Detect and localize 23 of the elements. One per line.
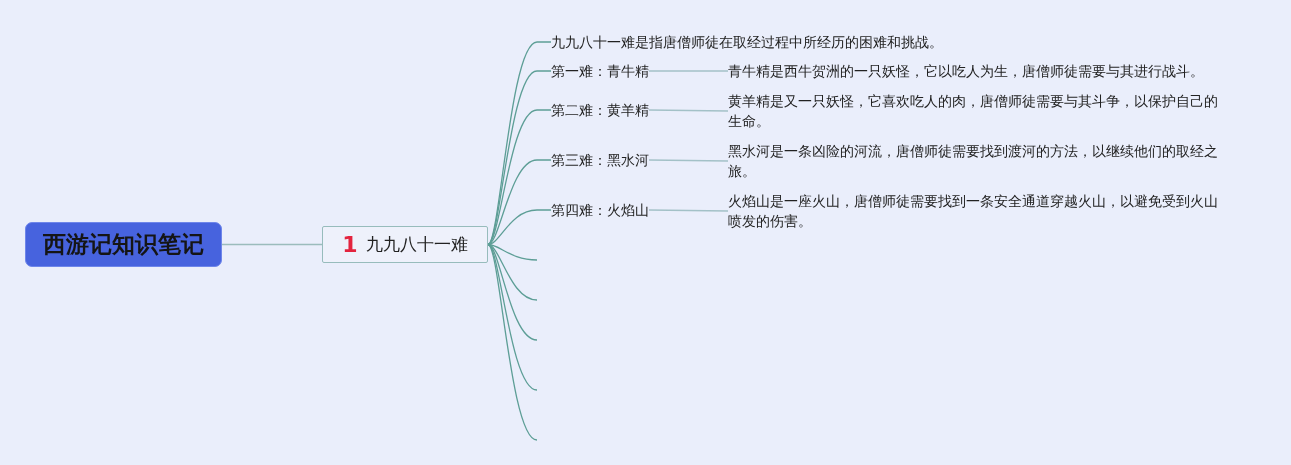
connector-line — [648, 109, 729, 112]
topic-box — [322, 226, 488, 263]
topic-title: 九九八十一难 — [365, 233, 468, 256]
connector-line — [648, 209, 729, 212]
subtopic-text: 第一难：青牛精 — [551, 62, 649, 80]
connector-line — [648, 159, 729, 162]
branch-curve — [487, 209, 552, 246]
root-topic-title: 西游记知识笔记 — [43, 230, 204, 259]
subtopic-text: 第三难：黑水河 — [551, 151, 649, 169]
description-text: 黄羊精是又一只妖怪，它喜欢吃人的肉，唐僧师徒需要与其斗争，以保护自己的生命。 — [728, 91, 1218, 131]
subtopic-text: 第四难：火焰山 — [551, 201, 649, 219]
connector-line — [221, 243, 323, 246]
description-text: 青牛精是西牛贺洲的一只妖怪，它以吃人为生，唐僧师徒需要与其进行战斗。 — [728, 61, 1218, 81]
subtopic-text: 第二难：黄羊精 — [551, 101, 649, 119]
empty-branch-curve — [487, 243, 538, 261]
priority-number: 1 — [342, 233, 358, 256]
connector-line — [648, 70, 729, 72]
empty-branch-curve — [487, 243, 538, 441]
root-topic-box — [25, 222, 222, 267]
subtopic-text: 九九八十一难是指唐僧师徒在取经过程中所经历的困难和挑战。 — [551, 33, 943, 51]
description-text: 黑水河是一条凶险的河流，唐僧师徒需要找到渡河的方法，以继续他们的取经之旅。 — [728, 141, 1218, 181]
description-text: 火焰山是一座火山，唐僧师徒需要找到一条安全通道穿越火山，以避免受到火山喷发的伤害。 — [728, 191, 1218, 231]
branch-curve — [487, 159, 552, 246]
